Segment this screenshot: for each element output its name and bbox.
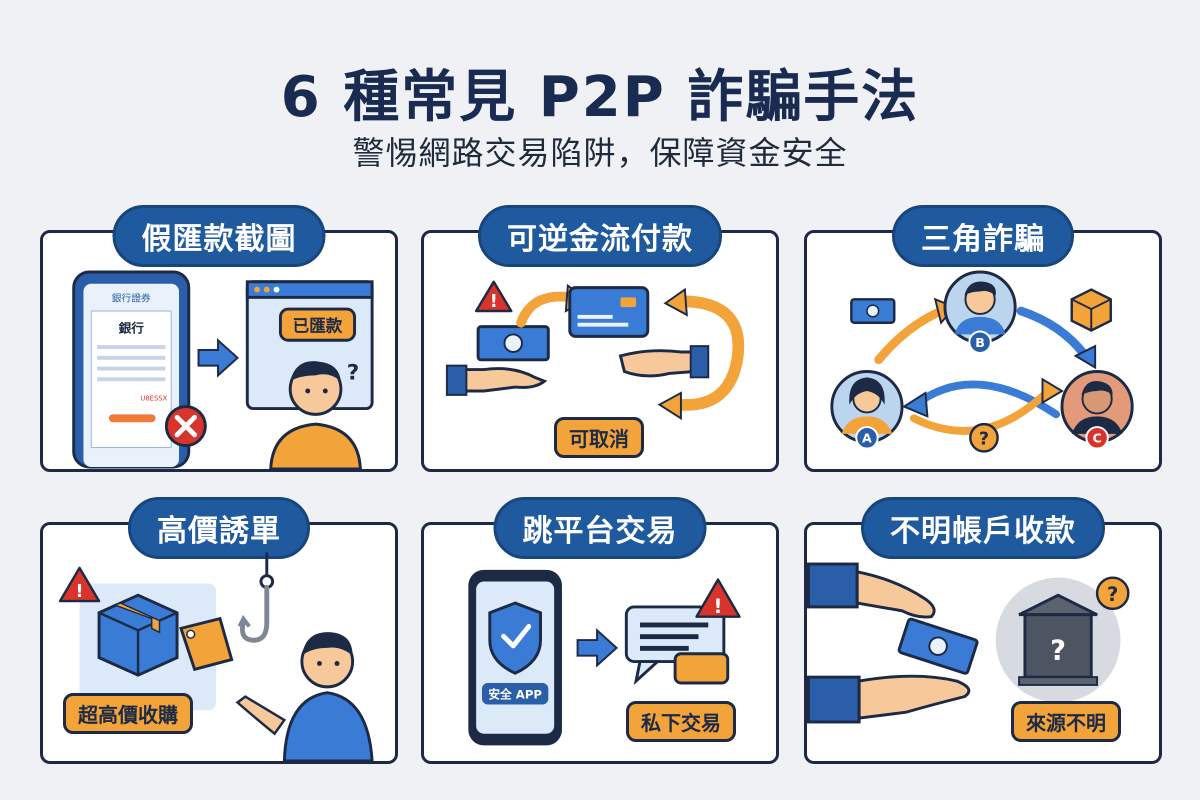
reject-icon: [164, 405, 207, 448]
avatar-a: A: [830, 370, 904, 450]
svg-text:!: !: [76, 582, 84, 602]
svg-text:?: ?: [1050, 636, 1066, 667]
reversible-payment-illustration: !: [445, 280, 745, 421]
card-title: 跳平台交易: [493, 497, 707, 559]
svg-text:?: ?: [1107, 583, 1118, 606]
giving-hand-icon: [807, 562, 936, 619]
question-icon: ?: [1095, 576, 1130, 611]
chat-bubble-icon: [624, 605, 726, 686]
cash-icon: [476, 325, 550, 362]
svg-text:!: !: [714, 595, 723, 618]
cash-icon: [897, 617, 979, 675]
card-title: 可逆金流付款: [478, 205, 722, 267]
person-icon: [235, 632, 374, 761]
high-price-illustration: !: [58, 552, 374, 761]
warning-icon: !: [58, 566, 101, 603]
fishing-hook-icon: [237, 552, 275, 643]
avatar-a-label: A: [862, 431, 872, 446]
unknown-source-tag: 來源不明: [1011, 701, 1121, 742]
curved-arrow-icon: [516, 291, 577, 328]
card-title: 高價誘單: [128, 497, 310, 559]
warning-icon: !: [695, 578, 741, 618]
private-trade-tag: 私下交易: [626, 701, 736, 742]
avatar-c: C: [1060, 370, 1134, 450]
off-platform-illustration: 安全 APP !: [468, 569, 741, 746]
page-subtitle: 警惕網路交易陷阱，保障資金安全: [352, 134, 848, 172]
question-mark: ?: [347, 360, 359, 385]
warning-icon: !: [474, 280, 513, 313]
hand-icon: [453, 367, 548, 393]
box-icon: [1070, 288, 1112, 332]
high-price-tag: 超高價收購: [63, 693, 193, 734]
phone-header-text: 銀行證券: [112, 291, 151, 304]
arrow-icon: [874, 306, 946, 365]
page-title: 6 種常見 P2P 詐騙手法: [280, 65, 920, 130]
card-fake-transfer-screenshot: 假匯款截圖 銀行證券 銀行 U8ESSX: [40, 205, 398, 472]
arrow-icon: [1016, 306, 1090, 361]
triangle-scam-illustration: B A C ?: [830, 270, 1134, 453]
card-off-platform-trade: 跳平台交易 安全 APP ! 私下交易: [421, 497, 779, 764]
question-icon: ?: [969, 422, 999, 453]
card-title: 假匯款截圖: [112, 205, 326, 267]
card-title: 三角詐騙: [892, 205, 1074, 267]
unknown-account-illustration: ? ?: [807, 562, 1130, 724]
price-tag-icon: [179, 616, 234, 672]
bubble-icon: 已匯款: [278, 307, 357, 342]
phone-icon: 銀行證券 銀行 U8ESSX: [72, 270, 191, 469]
avatar-b: B: [943, 270, 1017, 354]
card-reversible-payment: 可逆金流付款 ! 可取消: [421, 205, 779, 472]
cash-icon: [850, 298, 896, 324]
card-unknown-account: 不明帳戶收款 ? ? 來源不明: [804, 497, 1162, 764]
arrow-icon: [197, 338, 239, 378]
loop-arrow-icon: [673, 295, 745, 411]
bank-label: 銀行: [119, 320, 145, 335]
chat-bubble-small-icon: [673, 652, 730, 685]
card-title: 不明帳戶收款: [861, 497, 1105, 559]
confused-person-icon: ?: [269, 360, 362, 469]
box-icon: [97, 593, 179, 677]
cancelable-tag: 可取消: [554, 417, 644, 458]
phone-icon: 安全 APP: [468, 569, 562, 746]
shield-icon: [488, 601, 542, 675]
bubble-text: 已匯款: [293, 315, 343, 335]
receiving-hand-icon: [618, 349, 697, 378]
svg-text:?: ?: [979, 430, 989, 450]
avatar-b-label: B: [975, 335, 985, 350]
arrow-icon: [576, 628, 619, 668]
avatar-c-label: C: [1092, 431, 1101, 446]
app-label: 安全 APP: [488, 688, 542, 702]
credit-card-icon: [568, 286, 650, 338]
amount-text: U8ESSX: [140, 395, 167, 403]
card-triangle-scam: 三角詐騙 B A: [804, 205, 1162, 472]
fake-screenshot-illustration: 銀行證券 銀行 U8ESSX 已匯款: [72, 270, 374, 469]
bank-icon: ?: [995, 577, 1121, 703]
receiving-hand-icon: [807, 674, 971, 724]
card-high-price-bait: 高價誘單 ! 超高價收購: [40, 497, 398, 764]
svg-text:!: !: [490, 292, 498, 312]
